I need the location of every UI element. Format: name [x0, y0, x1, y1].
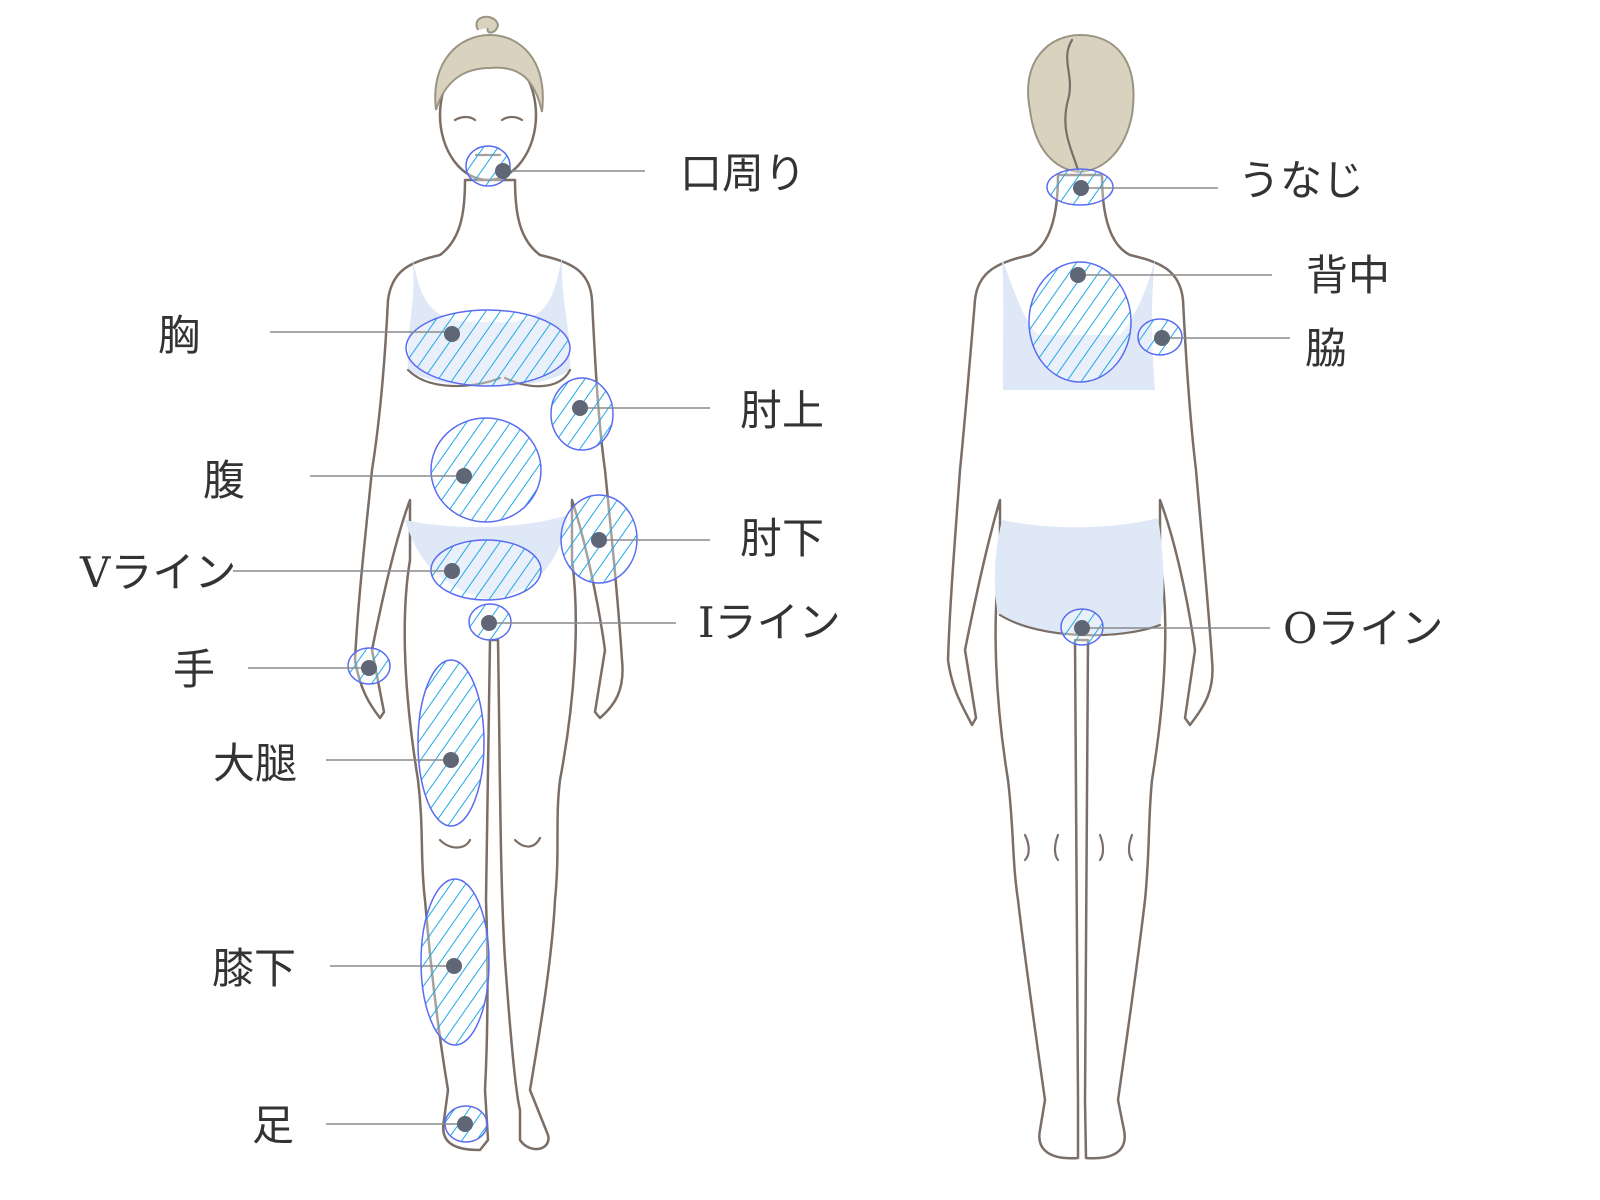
- label-mouth: 口周り: [680, 149, 806, 198]
- back-knee-lines: [1023, 833, 1134, 862]
- marker-dot: [1070, 267, 1086, 283]
- zone-v-line[interactable]: [233, 539, 542, 601]
- marker-dot: [456, 468, 472, 484]
- back-hair: [1027, 33, 1135, 174]
- marker-dot: [457, 1116, 473, 1132]
- zone-mouth[interactable]: [465, 145, 645, 187]
- label-foot: 足: [252, 1101, 294, 1150]
- marker-dot: [444, 563, 460, 579]
- marker-dot: [495, 163, 511, 179]
- zone-underarm[interactable]: [1137, 318, 1290, 356]
- front-knee-lines: [438, 836, 542, 849]
- label-upper-arm: 肘上: [740, 386, 824, 435]
- zone-nape[interactable]: [1046, 168, 1218, 206]
- zone-chest[interactable]: [270, 309, 571, 387]
- label-lower-leg: 膝下: [212, 944, 296, 993]
- back-figure: [946, 33, 1214, 1160]
- back-hair-strand: [1064, 38, 1080, 172]
- front-zones: [233, 145, 710, 1143]
- labels: 口周り 胸 肘上 腹 肘下 Vライン Iライン 手 大腿 膝下 足 うなじ 背中…: [79, 149, 1443, 1150]
- zone-lower-leg[interactable]: [330, 878, 490, 1046]
- label-i-line: Iライン: [698, 598, 841, 647]
- label-nape: うなじ: [1238, 156, 1364, 205]
- zone-abdomen[interactable]: [310, 417, 542, 523]
- back-zones: [1028, 168, 1290, 646]
- label-forearm: 肘下: [740, 514, 824, 563]
- zone-upper-arm[interactable]: [550, 377, 710, 451]
- label-o-line: Oライン: [1283, 604, 1443, 653]
- marker-dot: [481, 615, 497, 631]
- label-chest: 胸: [158, 311, 200, 360]
- zone-hand[interactable]: [248, 647, 391, 685]
- label-hand: 手: [173, 645, 215, 694]
- label-v-line: Vライン: [79, 548, 236, 597]
- zone-forearm[interactable]: [560, 494, 710, 584]
- front-hair: [434, 33, 544, 113]
- marker-dot: [591, 532, 607, 548]
- marker-dot: [1074, 620, 1090, 636]
- marker-dot: [446, 958, 462, 974]
- label-abdomen: 腹: [203, 456, 245, 505]
- label-back: 背中: [1306, 251, 1390, 300]
- zone-o-line[interactable]: [1060, 608, 1270, 646]
- label-thigh: 大腿: [213, 739, 297, 788]
- zone-back[interactable]: [1028, 261, 1272, 383]
- back-panties: [994, 518, 1164, 636]
- marker-dot: [1154, 330, 1170, 346]
- zone-i-line[interactable]: [468, 603, 676, 641]
- zone-foot[interactable]: [326, 1105, 488, 1143]
- front-hair-bun: [475, 15, 500, 34]
- marker-dot: [444, 326, 460, 342]
- marker-dot: [1073, 180, 1089, 196]
- label-underarm: 脇: [1305, 324, 1347, 373]
- marker-dot: [572, 400, 588, 416]
- marker-dot: [443, 752, 459, 768]
- marker-dot: [361, 660, 377, 676]
- zone-thigh[interactable]: [326, 659, 485, 827]
